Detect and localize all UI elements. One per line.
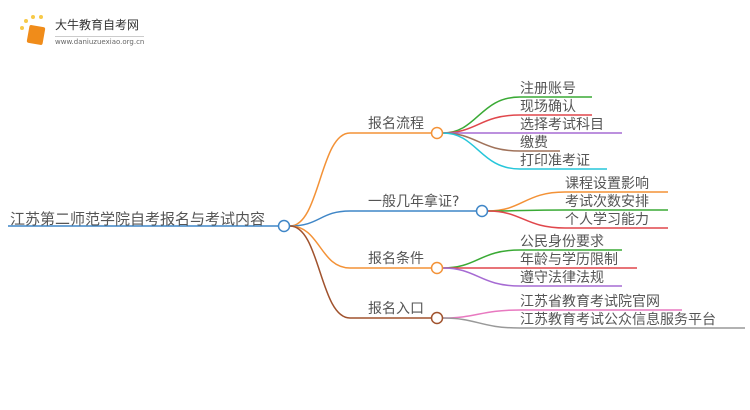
branch-node[interactable]: 一般几年拿证? <box>368 194 460 210</box>
branch-collapse-toggle[interactable] <box>430 126 444 140</box>
root-collapse-toggle[interactable] <box>277 219 291 233</box>
leaf-connector <box>442 96 592 134</box>
logo-book-icon <box>18 14 52 52</box>
leaf-connector <box>442 317 745 329</box>
branch-collapse-toggle[interactable] <box>475 204 489 218</box>
leaf-node[interactable]: 考试次数安排 <box>565 194 649 210</box>
branch-connector <box>289 225 431 269</box>
branch-connector <box>289 210 476 227</box>
leaf-node[interactable]: 江苏教育考试公众信息服务平台 <box>520 312 716 328</box>
leaf-connector <box>442 267 622 287</box>
leaf-connector <box>442 132 607 170</box>
leaf-node[interactable]: 遵守法律法规 <box>520 270 604 286</box>
branch-node[interactable]: 报名入口 <box>368 301 424 317</box>
leaf-node[interactable]: 现场确认 <box>520 99 576 115</box>
leaf-node[interactable]: 注册账号 <box>520 81 576 97</box>
logo-url: www.daniuzuexiao.org.cn <box>55 36 145 46</box>
branch-collapse-toggle[interactable] <box>430 311 444 325</box>
logo-name: 大牛教育自考网 <box>55 18 140 32</box>
leaf-node[interactable]: 个人学习能力 <box>565 212 649 228</box>
leaf-node[interactable]: 江苏省教育考试院官网 <box>520 294 660 310</box>
branch-connector <box>289 132 431 227</box>
branch-node[interactable]: 报名条件 <box>368 251 424 267</box>
branch-collapse-toggle[interactable] <box>430 261 444 275</box>
leaf-node[interactable]: 打印准考证 <box>520 153 590 169</box>
leaf-node[interactable]: 年龄与学历限制 <box>520 252 618 268</box>
leaf-connector <box>487 209 668 212</box>
leaf-node[interactable]: 课程设置影响 <box>565 176 649 192</box>
leaf-connector <box>442 309 682 319</box>
leaf-connector <box>487 210 668 229</box>
branch-connector <box>289 225 431 319</box>
leaf-node[interactable]: 缴费 <box>520 135 548 151</box>
leaf-node[interactable]: 公民身份要求 <box>520 234 604 250</box>
root-node[interactable]: 江苏第二师范学院自考报名与考试内容 <box>10 210 266 228</box>
branch-node[interactable]: 报名流程 <box>368 116 424 132</box>
leaf-node[interactable]: 选择考试科目 <box>520 117 604 133</box>
